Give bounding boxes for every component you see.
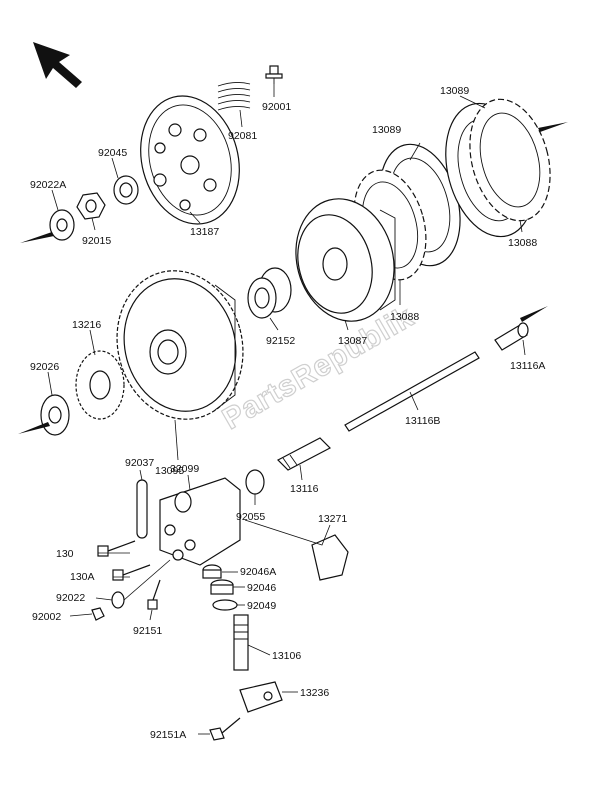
part-13106-release-shaft bbox=[233, 614, 249, 671]
part-130A-bolt bbox=[112, 564, 151, 581]
label-92026: 92026 bbox=[30, 361, 59, 373]
part-92151-bolt bbox=[147, 579, 161, 610]
label-13089-a: 13089 bbox=[372, 124, 401, 136]
label-92045: 92045 bbox=[98, 147, 127, 159]
axis-arrow-right-upper-icon bbox=[538, 122, 568, 132]
label-92081: 92081 bbox=[228, 130, 257, 142]
label-92151: 92151 bbox=[133, 625, 162, 637]
label-13187: 13187 bbox=[190, 226, 219, 238]
label-13088-a: 13088 bbox=[390, 311, 419, 323]
part-92151A-bolt bbox=[209, 717, 241, 741]
label-130: 130 bbox=[56, 548, 74, 560]
label-13106: 13106 bbox=[272, 650, 301, 662]
axis-arrow-left-upper-icon bbox=[20, 232, 54, 243]
label-13116B: 13116B bbox=[405, 415, 440, 427]
label-13216: 13216 bbox=[72, 319, 101, 331]
part-92001-bolt bbox=[265, 65, 283, 84]
part-13187-pressure-plate bbox=[140, 95, 240, 225]
part-92049-oil-seal bbox=[212, 599, 238, 611]
part-13271-bracket bbox=[311, 534, 349, 581]
label-92046: 92046 bbox=[247, 582, 276, 594]
label-13116: 13116 bbox=[290, 483, 319, 495]
label-13271: 13271 bbox=[318, 513, 347, 525]
part-92002-plug bbox=[91, 607, 105, 621]
label-92015: 92015 bbox=[82, 235, 111, 247]
part-92037-dowel-pin bbox=[136, 479, 148, 539]
label-92152: 92152 bbox=[266, 335, 295, 347]
part-32099-release-housing bbox=[159, 477, 241, 566]
part-92022-washer bbox=[111, 591, 125, 609]
part-92026-washer bbox=[40, 394, 70, 436]
part-92046-bearing bbox=[210, 579, 234, 595]
leader-lines bbox=[47, 84, 526, 735]
part-92055-o-ring bbox=[245, 469, 265, 495]
part-92015-nut bbox=[76, 192, 106, 220]
part-13116-push-rod bbox=[276, 437, 332, 471]
part-13236-release-lever bbox=[239, 681, 283, 713]
label-92022A: 92022A bbox=[30, 179, 66, 191]
label-92046A: 92046A bbox=[240, 566, 276, 578]
part-92022A-washer bbox=[49, 209, 75, 241]
axis-arrow-right-lower-icon bbox=[520, 306, 548, 322]
label-92022: 92022 bbox=[56, 592, 85, 604]
label-130A: 130A bbox=[70, 571, 95, 583]
part-13116A-rod-end bbox=[494, 322, 529, 351]
label-92001: 92001 bbox=[262, 101, 291, 113]
label-13095: 13095 bbox=[155, 465, 184, 477]
part-130-bolt bbox=[97, 540, 136, 557]
part-92046A-bearing bbox=[202, 564, 222, 579]
part-92045-bearing bbox=[113, 175, 139, 205]
label-13236: 13236 bbox=[300, 687, 329, 699]
label-92055: 92055 bbox=[236, 511, 265, 523]
part-13216-gear bbox=[75, 350, 125, 420]
label-92002: 92002 bbox=[32, 611, 61, 623]
part-13088-friction-plate-b bbox=[469, 98, 551, 222]
label-92037: 92037 bbox=[125, 457, 154, 469]
label-92151A: 92151A bbox=[150, 729, 186, 741]
label-32099: 32099 bbox=[170, 463, 199, 475]
label-92049: 92049 bbox=[247, 600, 276, 612]
label-13089-b: 13089 bbox=[440, 85, 469, 97]
front-direction-arrow-icon bbox=[33, 42, 82, 88]
part-13116B-push-rod bbox=[344, 351, 480, 432]
label-13116A: 13116A bbox=[510, 360, 545, 372]
part-13087-clutch-hub bbox=[295, 198, 396, 322]
part-13095-clutch-housing bbox=[116, 270, 244, 420]
axis-arrow-left-lower-icon bbox=[18, 422, 50, 434]
part-92081-spring bbox=[217, 81, 251, 111]
part-92152-collar bbox=[247, 267, 292, 319]
label-13087: 13087 bbox=[338, 335, 367, 347]
label-13088-b: 13088 bbox=[508, 237, 537, 249]
